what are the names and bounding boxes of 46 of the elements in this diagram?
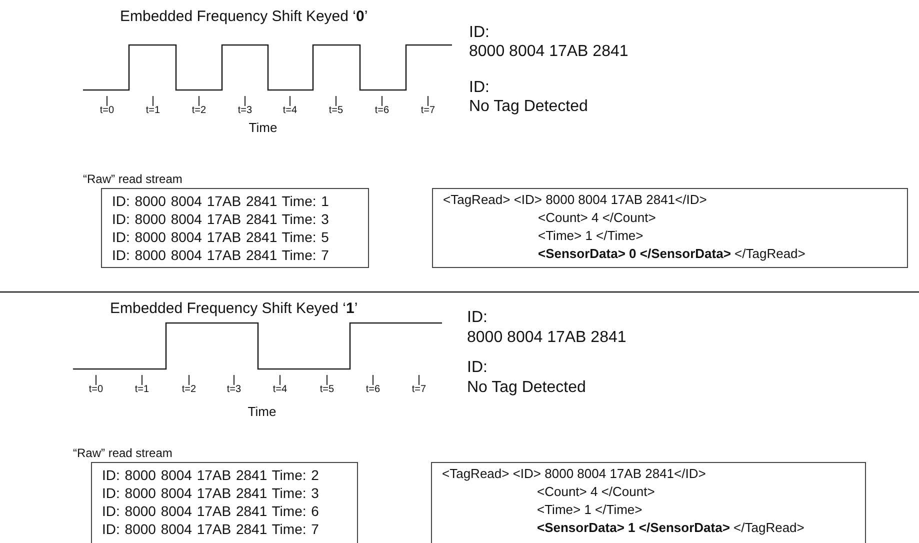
axis-title: Time bbox=[248, 405, 276, 420]
stream-row: ID: 8000 8004 17AB 2841 Time: 3 bbox=[102, 485, 319, 502]
tick-label: t=1 bbox=[134, 384, 150, 396]
id-label: ID: bbox=[469, 24, 490, 42]
id-value: 8000 8004 17AB 2841 bbox=[467, 329, 626, 348]
tick-label: t=2 bbox=[182, 384, 196, 396]
stream-row: ID: 8000 8004 17AB 2841 Time: 7 bbox=[102, 521, 319, 538]
tick-label: t=1 bbox=[146, 105, 160, 116]
id-label: ID: bbox=[467, 359, 488, 378]
tick-label: t=3 bbox=[238, 105, 252, 116]
tick-label: t=4 bbox=[272, 384, 288, 396]
stream-row: ID: 8000 8004 17AB 2841 Time: 5 bbox=[112, 229, 329, 246]
id-label: ID: bbox=[469, 79, 490, 98]
xml-line: <TagRead> <ID> 8000 8004 17AB 2841</ID> bbox=[442, 467, 706, 482]
stream-row: ID: 8000 8004 17AB 2841 Time: 1 bbox=[112, 193, 329, 210]
xml-line: <SensorData> 1 </SensorData> </TagRead> bbox=[537, 521, 804, 536]
id-value: No Tag Detected bbox=[469, 98, 588, 116]
xml-line: <Count> 4 </Count> bbox=[537, 485, 655, 500]
xml-line: <Time> 1 </Time> bbox=[538, 229, 644, 244]
stream-row: ID: 8000 8004 17AB 2841 Time: 3 bbox=[112, 211, 329, 228]
xml-line: <SensorData> 0 </SensorData> </TagRead> bbox=[538, 247, 806, 262]
id-label: ID: bbox=[467, 309, 488, 328]
id-value: 8000 8004 17AB 2841 bbox=[469, 43, 628, 62]
tick-label: t=0 bbox=[100, 105, 114, 116]
tick-label: t=7 bbox=[412, 384, 426, 396]
tick-label: t=2 bbox=[192, 105, 206, 116]
diagram-heading: Embedded Frequency Shift Keyed ‘1’ bbox=[110, 300, 358, 318]
tick-label: t=6 bbox=[366, 384, 380, 396]
axis-title: Time bbox=[248, 121, 278, 136]
xml-line: <Count> 4 </Count> bbox=[538, 211, 656, 226]
tick-label: t=5 bbox=[328, 105, 344, 116]
diagram-heading: Embedded Frequency Shift Keyed ‘0’ bbox=[120, 8, 368, 26]
stream-row: ID: 8000 8004 17AB 2841 Time: 7 bbox=[112, 247, 329, 264]
tick-label: t=5 bbox=[320, 384, 334, 396]
id-value: No Tag Detected bbox=[467, 379, 586, 398]
tick-label: t=4 bbox=[282, 105, 298, 116]
tick-label: t=6 bbox=[374, 105, 390, 116]
tick-label: t=7 bbox=[420, 105, 436, 116]
stream-row: ID: 8000 8004 17AB 2841 Time: 2 bbox=[102, 467, 319, 484]
xml-line: <TagRead> <ID> 8000 8004 17AB 2841</ID> bbox=[443, 193, 707, 208]
stream-heading: “Raw” read stream bbox=[83, 173, 182, 187]
stream-row: ID: 8000 8004 17AB 2841 Time: 6 bbox=[102, 503, 319, 520]
xml-line: <Time> 1 </Time> bbox=[537, 503, 642, 518]
tick-label: t=0 bbox=[88, 384, 104, 396]
stream-heading: “Raw” read stream bbox=[73, 447, 172, 461]
tick-label: t=3 bbox=[226, 384, 242, 396]
